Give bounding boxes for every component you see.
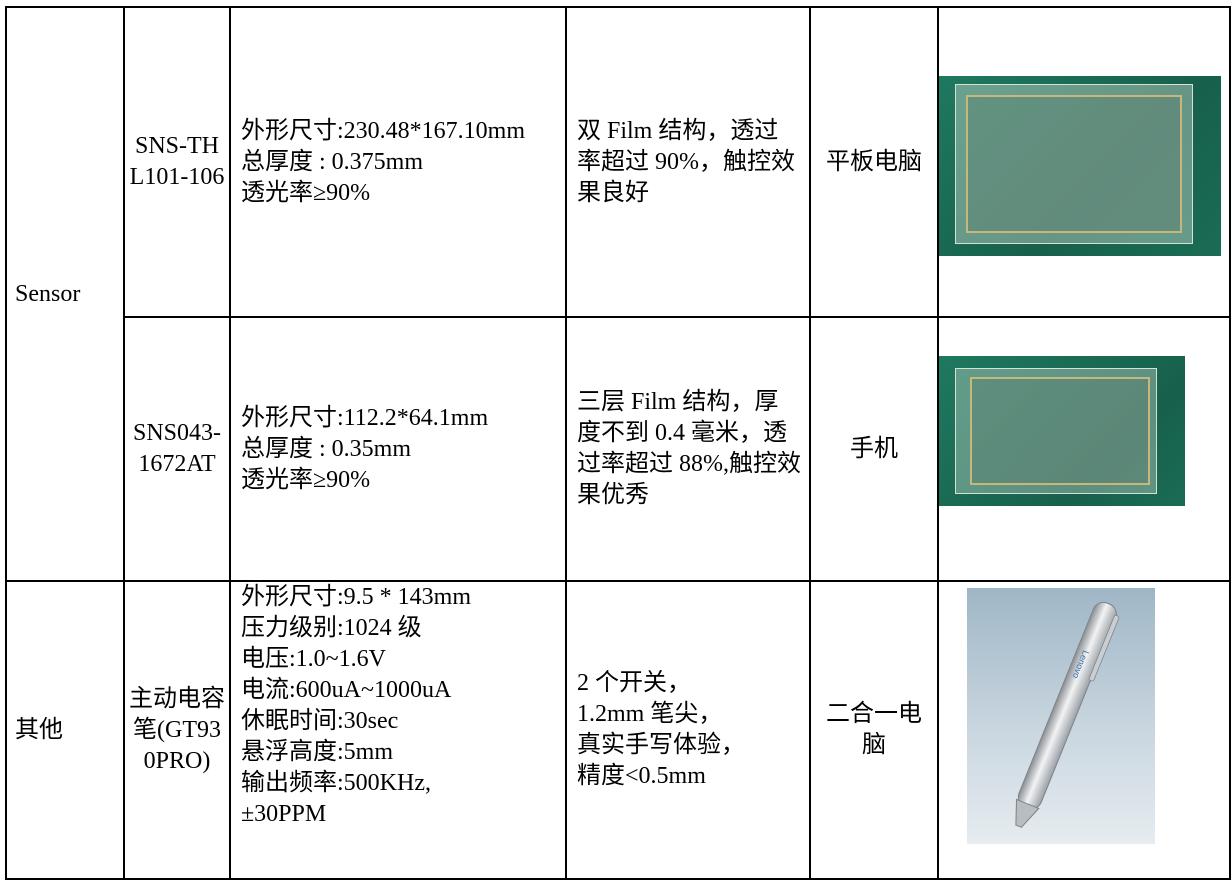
spec-line: 压力级别:1024 级 xyxy=(241,615,422,641)
spec-line: 透光率≥90% xyxy=(241,466,371,493)
feature-line: 真实手写体验， xyxy=(577,732,745,758)
category-cell: 其他 xyxy=(5,580,125,880)
model-label: 主动电容笔(GT930PRO) xyxy=(129,685,225,774)
spec-line: 透光率≥90% xyxy=(241,179,371,206)
feature-line: 2 个开关， xyxy=(577,670,691,696)
table-row: Sensor SNS-THL101-106 外形尺寸:230.48*167.10… xyxy=(5,6,1231,582)
spec-line: 外形尺寸:112.2*64.1mm xyxy=(241,404,489,431)
model-cell: 主动电容笔(GT930PRO) xyxy=(123,580,231,880)
model-cell: SNS-THL101-106 xyxy=(123,6,231,318)
model-cell: SNS043-1672AT xyxy=(123,316,231,582)
application-cell: 二合一电脑 xyxy=(809,580,939,880)
spec-line: 输出频率:500KHz, xyxy=(241,770,431,796)
application-label: 手机 xyxy=(850,435,898,462)
stylus-pen-icon: Lenovo xyxy=(1015,601,1120,828)
stylus-pen-photo-icon: Lenovo xyxy=(967,588,1155,844)
table-row: 其他 主动电容笔(GT930PRO) 外形尺寸:9.5 * 143mm 压力级别… xyxy=(5,580,1231,880)
image-cell xyxy=(937,6,1231,318)
model-label: SNS043-1672AT xyxy=(132,420,222,477)
spec-line: 外形尺寸:230.48*167.10mm xyxy=(241,117,526,144)
spec-line: 电流:600uA~1000uA xyxy=(241,677,452,703)
spec-cell: 外形尺寸:230.48*167.10mm 总厚度 : 0.375mm 透光率≥9… xyxy=(229,6,567,318)
spec-line: 休眠时间:30sec xyxy=(241,708,399,734)
category-cell: Sensor xyxy=(5,6,125,582)
spec-line: 悬浮高度:5mm xyxy=(241,739,394,765)
application-label: 二合一电脑 xyxy=(826,701,922,758)
category-label: 其他 xyxy=(15,716,63,743)
touch-sensor-film-photo-icon xyxy=(940,356,1185,506)
spec-cell: 外形尺寸:112.2*64.1mm 总厚度 : 0.35mm 透光率≥90% xyxy=(229,316,567,582)
feature-text: 双 Film 结构，透过率超过 90%，触控效果良好 xyxy=(577,117,795,206)
feature-cell: 2 个开关， 1.2mm 笔尖， 真实手写体验， 精度<0.5mm xyxy=(565,580,811,880)
spec-line: 外形尺寸:9.5 * 143mm xyxy=(241,584,472,610)
image-cell xyxy=(937,316,1231,582)
feature-line: 精度<0.5mm xyxy=(577,763,706,789)
category-label: Sensor xyxy=(15,280,81,307)
touch-sensor-film-photo-icon xyxy=(940,76,1221,256)
application-cell: 手机 xyxy=(809,316,939,582)
application-cell: 平板电脑 xyxy=(809,6,939,318)
feature-text: 三层 Film 结构，厚度不到 0.4 毫米，透过率超过 88%,触控效果优秀 xyxy=(577,389,801,508)
model-label: SNS-THL101-106 xyxy=(129,133,225,190)
feature-cell: 双 Film 结构，透过率超过 90%，触控效果良好 xyxy=(565,6,811,318)
spec-line: ±30PPM xyxy=(241,801,327,827)
spec-line: 总厚度 : 0.35mm xyxy=(241,435,412,462)
feature-cell: 三层 Film 结构，厚度不到 0.4 毫米，透过率超过 88%,触控效果优秀 xyxy=(565,316,811,582)
spec-line: 总厚度 : 0.375mm xyxy=(241,148,424,175)
image-cell: Lenovo xyxy=(937,580,1231,880)
feature-line: 1.2mm 笔尖， xyxy=(577,701,723,727)
spec-line: 电压:1.0~1.6V xyxy=(241,646,386,672)
product-spec-table: Sensor SNS-THL101-106 外形尺寸:230.48*167.10… xyxy=(5,6,1231,880)
application-label: 平板电脑 xyxy=(826,148,922,175)
spec-cell: 外形尺寸:9.5 * 143mm 压力级别:1024 级 电压:1.0~1.6V… xyxy=(229,580,567,880)
table-row: SNS043-1672AT 外形尺寸:112.2*64.1mm 总厚度 : 0.… xyxy=(6,316,1231,582)
